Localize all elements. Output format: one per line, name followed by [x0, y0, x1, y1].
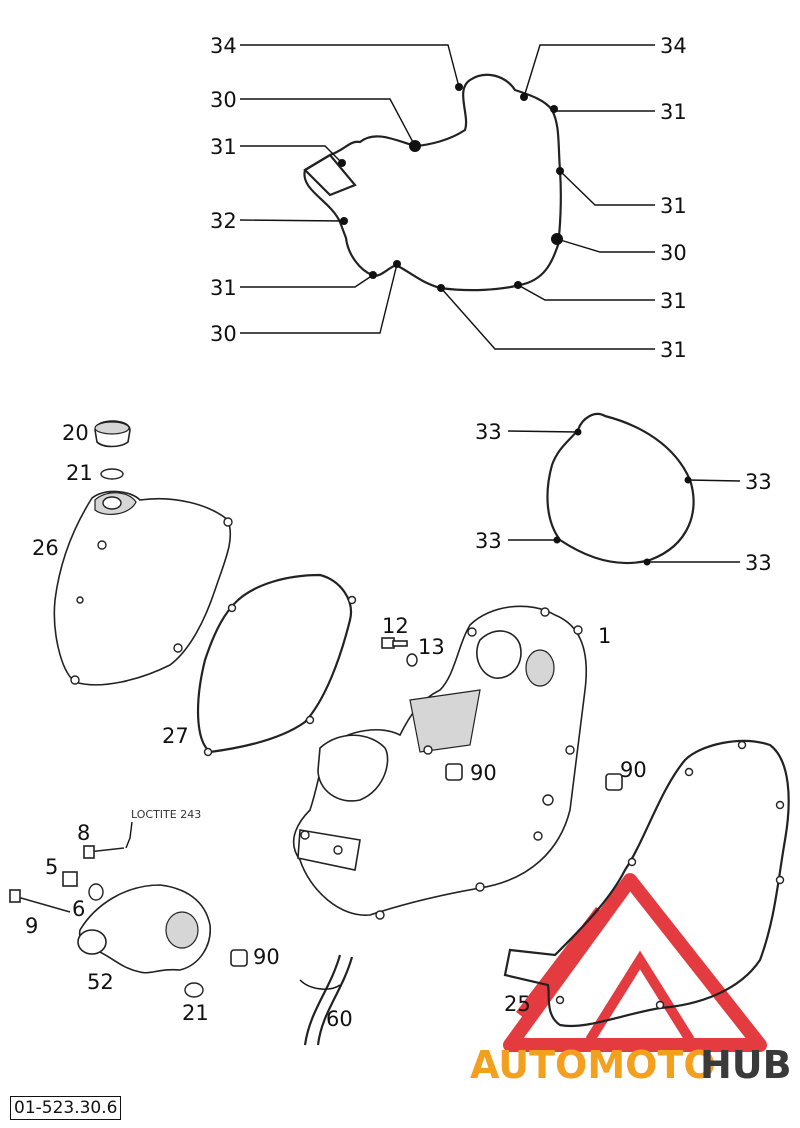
callout-25: 25 — [504, 992, 531, 1016]
ignition-cover: 26 — [32, 490, 233, 686]
ignition-cover-gasket-27: 27 — [162, 573, 357, 757]
callout-90-bottom: 90 — [253, 945, 280, 969]
callout-60: 60 — [326, 1007, 353, 1031]
callout-33-right-top: 33 — [745, 470, 772, 494]
callout-90-center: 90 — [470, 761, 497, 785]
callout-26: 26 — [32, 536, 59, 560]
callout-1: 1 — [598, 624, 611, 648]
callout-30-top: 30 — [210, 88, 237, 112]
bolt-12-washer-13: 12 13 — [381, 614, 445, 667]
callout-34-left: 34 — [210, 34, 237, 58]
top-gasket-labels: 34 34 30 31 31 31 32 30 31 31 30 31 — [210, 34, 687, 362]
callout-31-left-top: 31 — [210, 135, 237, 159]
callout-9: 9 — [25, 914, 38, 938]
callout-31-left-bottom: 31 — [210, 276, 237, 300]
water-pump-parts: LOCTITE 243 8 5 6 9 52 21 — [9, 808, 211, 1025]
callout-6: 6 — [72, 897, 85, 921]
callout-32: 32 — [210, 209, 237, 233]
callout-13: 13 — [418, 635, 445, 659]
callout-31-right-top: 31 — [660, 100, 687, 124]
callout-31-right-mid: 31 — [660, 194, 687, 218]
callout-90-right: 90 — [620, 758, 647, 782]
watermark-text-hub: HUB — [700, 1043, 792, 1087]
callout-33-left-top: 33 — [475, 420, 502, 444]
callout-12: 12 — [382, 614, 409, 638]
clutch-cover: 1 — [292, 605, 611, 920]
callout-34-right: 34 — [660, 34, 687, 58]
callout-30-bottom: 30 — [210, 322, 237, 346]
callout-27: 27 — [162, 724, 189, 748]
reference-number: 01-523.30.6 — [10, 1096, 122, 1120]
ignition-cover-gasket: 33 33 33 33 — [475, 412, 772, 575]
callout-21-top: 21 — [66, 461, 93, 485]
callout-33-left-bottom: 33 — [475, 529, 502, 553]
callout-21-bottom: 21 — [182, 1001, 209, 1025]
clutch-cover-gasket-25: 25 — [503, 739, 790, 1028]
callout-20: 20 — [62, 421, 89, 445]
clutch-cover-gasket-top — [303, 73, 564, 292]
top-gasket-leaders — [239, 44, 655, 350]
loctite-note: LOCTITE 243 — [131, 808, 201, 821]
dowel-sleeves: 90 90 90 — [230, 758, 647, 969]
callout-8: 8 — [77, 821, 90, 845]
callout-31-right-bottom: 31 — [660, 338, 687, 362]
callout-31-right-low: 31 — [660, 289, 687, 313]
watermark-logo — [503, 873, 767, 1052]
callout-30-right: 30 — [660, 241, 687, 265]
hose-60: 60 — [299, 954, 354, 1046]
callout-5: 5 — [45, 855, 58, 879]
callout-33-right-bottom: 33 — [745, 551, 772, 575]
oil-filler-plug: 20 21 — [62, 420, 131, 485]
watermark-text-automoto: AUTOMOTO — [470, 1043, 716, 1087]
callout-52: 52 — [87, 970, 114, 994]
